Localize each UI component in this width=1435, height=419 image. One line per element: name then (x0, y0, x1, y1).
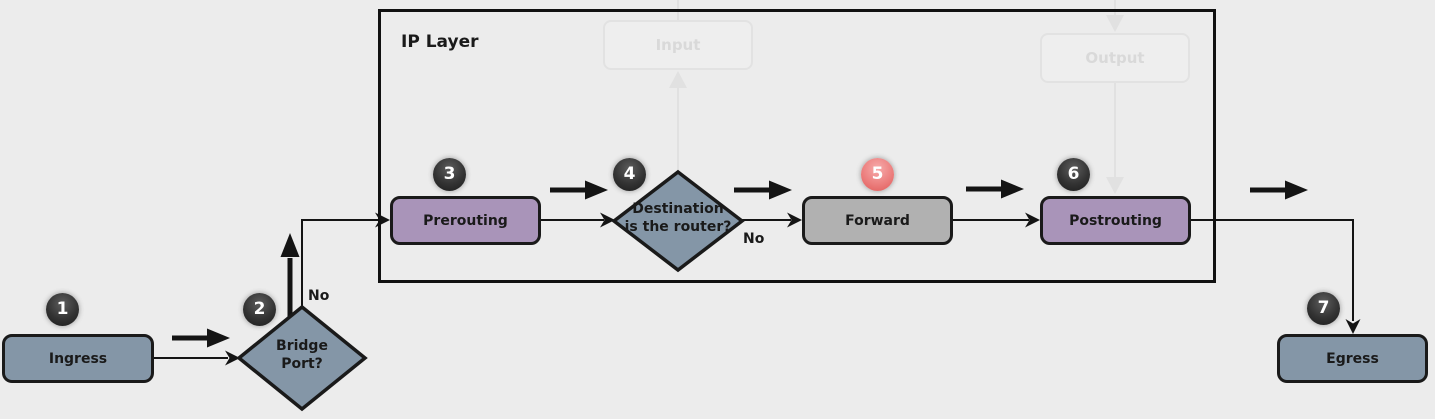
step-badge-1: 1 (46, 293, 79, 326)
step-badge-6: 6 (1057, 158, 1090, 191)
ghost-node-input: Input (603, 20, 753, 70)
bridge-port-diamond (236, 304, 368, 412)
node-prerouting-label: Prerouting (423, 212, 508, 229)
step-badge-2: 2 (243, 293, 276, 326)
connector-lines (154, 219, 1354, 359)
node-bridge-port-label: Bridge Port? (276, 338, 328, 372)
step-badge-3: 3 (433, 158, 466, 191)
node-ingress: Ingress (2, 334, 154, 383)
node-postrouting-label: Postrouting (1069, 212, 1162, 229)
flow-direction-arrows (172, 179, 1308, 348)
bridge-port-no-label: No (308, 288, 330, 304)
ip-layer-box: IP Layer (378, 9, 1216, 283)
ip-layer-title: IP Layer (401, 32, 479, 52)
step-badge-4: 4 (613, 158, 646, 191)
step-badge-7: 7 (1307, 292, 1340, 325)
step-badge-5-highlighted: 5 (861, 158, 894, 191)
ghost-output-label: Output (1085, 49, 1145, 67)
node-postrouting: Postrouting (1040, 196, 1191, 245)
node-prerouting: Prerouting (390, 196, 541, 245)
ghost-node-output: Output (1040, 33, 1190, 83)
node-egress: Egress (1277, 334, 1428, 383)
node-forward: Forward (802, 196, 953, 245)
dest-router-diamond (611, 169, 745, 273)
node-dest-router-label: Destination is the router? (624, 201, 732, 235)
ghost-output-flow-line (1106, 0, 1124, 194)
ghost-input-label: Input (655, 36, 701, 54)
node-forward-label: Forward (845, 212, 910, 229)
node-egress-label: Egress (1326, 350, 1379, 367)
dest-router-no-label: No (743, 231, 765, 247)
node-ingress-label: Ingress (48, 350, 108, 367)
